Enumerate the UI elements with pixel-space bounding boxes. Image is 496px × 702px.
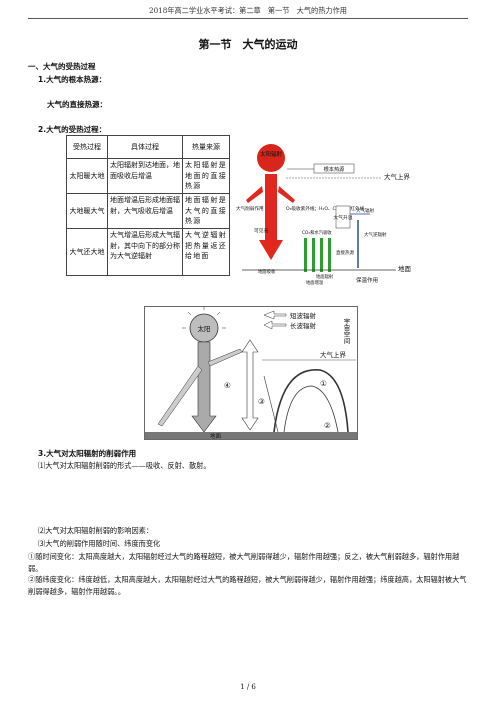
ground-label-left: 地面 [210, 432, 222, 440]
latitude-variation-paragraph: ②随纬度变化：纬度越低，太阳高度越大，太阳辐射经过大气的路程越短，被大气削弱得越… [28, 575, 467, 596]
ground-absorb-label: 地面吸收 [258, 268, 276, 275]
table-cell: 太阳辐射是地面的直接热源 [182, 158, 230, 194]
ground-radiation-arrow [241, 339, 259, 431]
insulation-label: 保温作用 [356, 276, 378, 284]
visible-light-label: 可见光 [254, 227, 269, 234]
label-4: ④ [224, 381, 231, 390]
solar-radiation-arrow [259, 174, 283, 260]
space-label: 宇宙空间 [342, 317, 350, 346]
table-cell: 大气增温后形成大气辐射，其中向下的部分称为大气逆辐射 [107, 228, 183, 276]
table-cell: 地面辐射是大气的直接热源 [182, 193, 230, 229]
sun-rays [182, 306, 226, 329]
heating-process-table: 受热过程 具体过程 热量来源 太阳暖大地 太阳辐射到达地面，地面吸收后增温 太阳… [66, 135, 230, 276]
long-wave-legend-icon [263, 320, 287, 330]
subheading-heating-process: 2.大气的受热过程： [38, 125, 107, 134]
table-cell: 大气还大地 [66, 228, 108, 276]
weakening-label: 大气削弱作用 [236, 205, 264, 212]
ground-radiation-arrow [312, 238, 315, 272]
weakening-arrow-right [278, 186, 295, 203]
table-cell: 大地暖大气 [66, 193, 108, 229]
table-cell: 太阳辐射到达地面，地面吸收后增温 [107, 158, 183, 194]
short-wave-legend-icon [263, 310, 287, 320]
sun-label: 太阳 [198, 324, 211, 333]
back-radiation-arc [273, 369, 349, 433]
absorption-label: O₃吸收紫外线；H₂O、CO₂吸收红外线 [286, 205, 365, 212]
page-header: 2018年高二学业水平考试：第二章 第一节 大气的热力作用 [149, 6, 347, 15]
weakening-factors: ⑵大气对太阳辐射削弱的影响因素： [38, 526, 154, 535]
subheading-weakening: 3.大气对太阳辐射的削弱作用 [38, 449, 137, 458]
weakening-variation: ⑶大气的削弱作用随时间、纬度而变化 [38, 539, 161, 548]
table-header-cell: 热量来源 [182, 135, 230, 159]
weakening-forms: ⑴大气对太阳辐射削弱的形式——吸收、反射、散射。 [38, 461, 211, 470]
ground-radiation-arrow [320, 238, 323, 272]
section-heading-1: 一、大气的受热过程 [28, 62, 96, 71]
time-variation-paragraph: ①随时间变化：太阳高度越大，太阳辐射经过大气的路程越短，被大气削弱得越少，辐射作… [28, 552, 460, 573]
back-radiation-label: 大气逆辐射 [364, 231, 387, 238]
atm-rise-label: 大气升温 [333, 214, 352, 221]
ground-label: 地面 [398, 264, 412, 273]
arc-guide [263, 375, 279, 433]
long-wave-label: 长波辐射 [290, 321, 317, 330]
header-divider [28, 18, 468, 19]
table-row: 大地暖大气 地面增温后形成地面辐射，大气吸收后增温 地面辐射是大气的直接热源 [66, 193, 230, 229]
sun-label: 太阳辐射 [260, 150, 283, 158]
table-cell: 太阳暖大地 [66, 158, 108, 194]
ground-band [145, 432, 357, 439]
ground-radiation-label: 地面辐射 [316, 273, 334, 280]
sun-icon [257, 144, 285, 172]
page-title: 第一节 大气的运动 [198, 38, 298, 51]
direct-source-label: 直接热源 [336, 249, 354, 256]
ground-radiation-arrow [304, 238, 307, 272]
co2-absorb-label: CO₂和水汽吸收 [302, 229, 332, 236]
ground-radiation-arrow [328, 238, 331, 272]
label-3: ③ [258, 397, 265, 406]
reflect-arrow [207, 348, 243, 367]
page-number: 1 / 6 [240, 683, 256, 691]
atm-rise-box [335, 205, 351, 229]
weakening-arrow-left [246, 186, 263, 203]
radiation-diagram: 短波辐射 长波辐射 宇宙空间 大气上界 太阳 ④ ③ ① ② 地面 [144, 306, 358, 440]
short-wave-label: 短波辐射 [290, 311, 317, 320]
ground-warm-label: 地面增温 [306, 279, 324, 286]
root-source-label: 根本热源 [324, 165, 346, 173]
table-row: 太阳暖大地 太阳辐射到达地面，地面吸收后增温 太阳辐射是地面的直接热源 [66, 158, 230, 194]
table-row: 大气还大地 大气增温后形成大气辐射，其中向下的部分称为大气逆辐射 大气逆辐射把热… [66, 228, 230, 276]
heating-process-diagram: 太阳辐射 根本热源 大气上界 大气削弱作用 O₃吸收紫外线；H₂O、CO₂吸收红… [236, 144, 412, 286]
subheading-root-source: 1.大气的根本热源： [38, 75, 107, 84]
table-cell: 大气逆辐射把热量返还给地面 [182, 228, 230, 276]
table-header-cell: 受热过程 [66, 135, 108, 159]
label-2: ② [324, 421, 331, 430]
table-header-cell: 具体过程 [107, 135, 183, 159]
upper-boundary-label: 大气上界 [320, 350, 347, 359]
atm-radiation-label: 大气辐射 [356, 207, 374, 214]
root-source-box [313, 163, 355, 174]
table-header-row: 受热过程 具体过程 热量来源 [66, 135, 230, 159]
label-1: ① [320, 379, 327, 388]
upper-boundary-label: 大气上界 [384, 172, 411, 181]
subheading-direct-source: 大气的直接热源： [47, 100, 107, 109]
table-cell: 地面增温后形成地面辐射，大气吸收后增温 [107, 193, 183, 229]
long-wave-arc [283, 385, 339, 433]
scatter-arrow [157, 365, 203, 427]
